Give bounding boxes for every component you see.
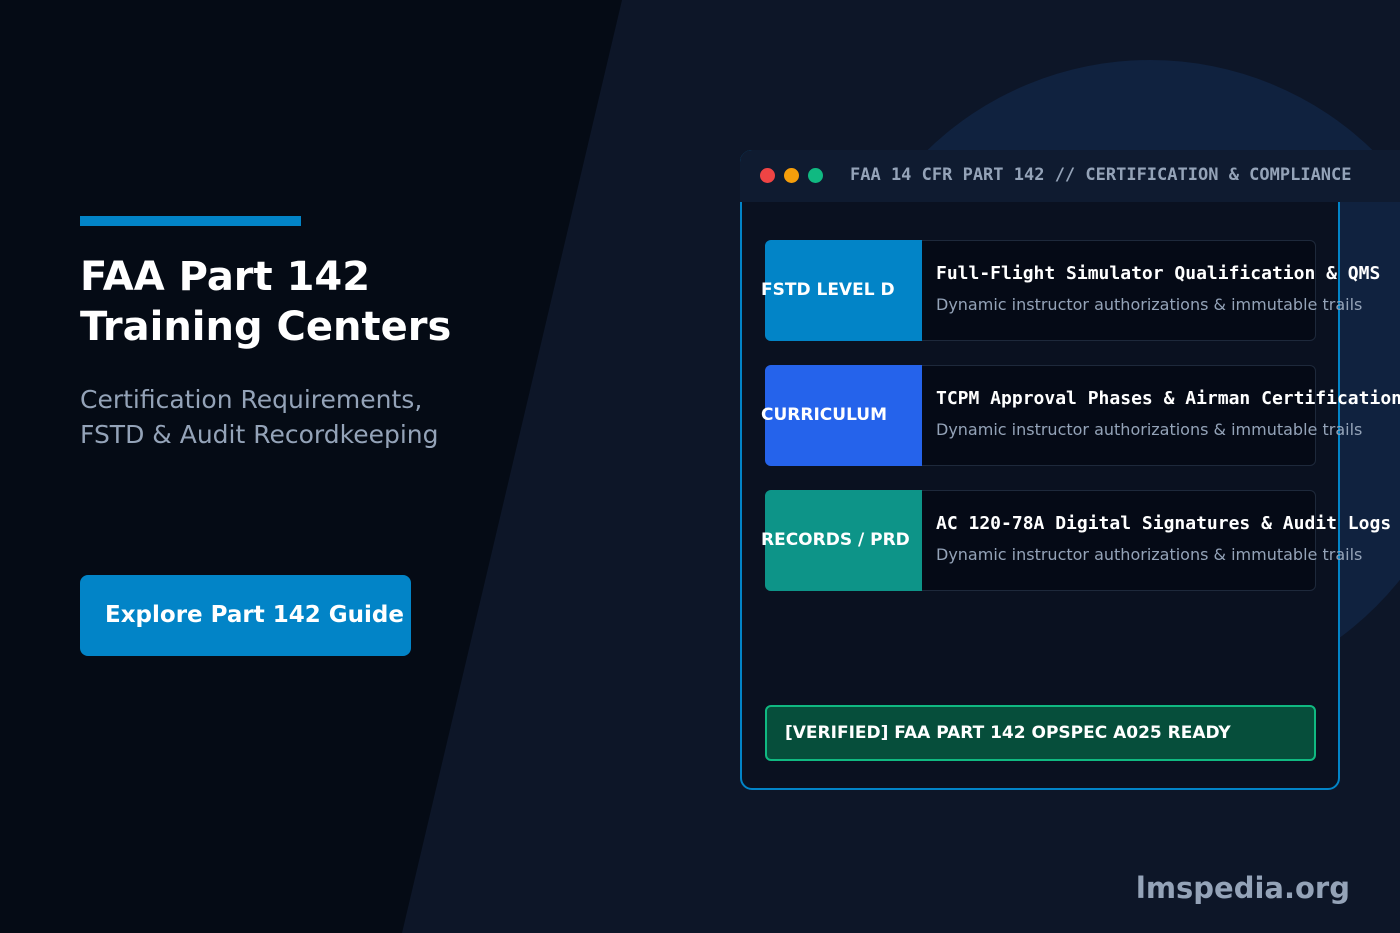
card-badge: RECORDS / PRD <box>761 490 922 591</box>
card-fstd[interactable]: FSTD LEVEL D Full-Flight Simulator Quali… <box>761 240 1380 341</box>
page-title-line-2: Training Centers <box>80 304 452 350</box>
verified-status-banner: [VERIFIED] FAA PART 142 OPSPEC A025 READ… <box>765 705 1316 761</box>
card-records[interactable]: RECORDS / PRD AC 120-78A Digital Signatu… <box>761 490 1391 591</box>
page-title: FAA Part 142 Training Centers <box>80 252 640 352</box>
page-subtitle-line-1: Certification Requirements, <box>80 385 423 414</box>
close-dot-icon[interactable] <box>760 168 775 183</box>
card-description: Dynamic instructor authorizations & immu… <box>936 295 1363 314</box>
card-badge-label: CURRICULUM <box>761 405 888 425</box>
explore-guide-button[interactable]: Explore Part 142 Guide <box>80 575 411 656</box>
card-badge-label: RECORDS / PRD <box>761 530 910 550</box>
page-subtitle: Certification Requirements, FSTD & Audit… <box>80 382 640 452</box>
maximize-dot-icon[interactable] <box>808 168 823 183</box>
card-badge: CURRICULUM <box>761 365 922 466</box>
card-description: Dynamic instructor authorizations & immu… <box>936 420 1363 439</box>
minimize-dot-icon[interactable] <box>784 168 799 183</box>
page-title-line-1: FAA Part 142 <box>80 254 371 300</box>
card-title: TCPM Approval Phases & Airman Certificat… <box>936 388 1400 409</box>
window-title: FAA 14 CFR PART 142 // CERTIFICATION & C… <box>850 165 1352 185</box>
card-badge: FSTD LEVEL D <box>761 240 922 341</box>
card-title: AC 120-78A Digital Signatures & Audit Lo… <box>936 513 1392 534</box>
card-badge-label: FSTD LEVEL D <box>761 280 895 300</box>
card-description: Dynamic instructor authorizations & immu… <box>936 545 1363 564</box>
window-header: FAA 14 CFR PART 142 // CERTIFICATION & C… <box>740 150 1400 202</box>
explore-guide-button-label: Explore Part 142 Guide <box>105 602 404 628</box>
site-brand: lmspedia.org <box>1135 871 1350 905</box>
card-curriculum[interactable]: CURRICULUM TCPM Approval Phases & Airman… <box>761 365 1400 466</box>
accent-bar <box>80 216 301 226</box>
verified-status-label: [VERIFIED] FAA PART 142 OPSPEC A025 READ… <box>785 723 1231 743</box>
card-title: Full-Flight Simulator Qualification & QM… <box>936 263 1381 284</box>
compliance-window: FAA 14 CFR PART 142 // CERTIFICATION & C… <box>740 150 1400 790</box>
page-subtitle-line-2: FSTD & Audit Recordkeeping <box>80 420 439 449</box>
